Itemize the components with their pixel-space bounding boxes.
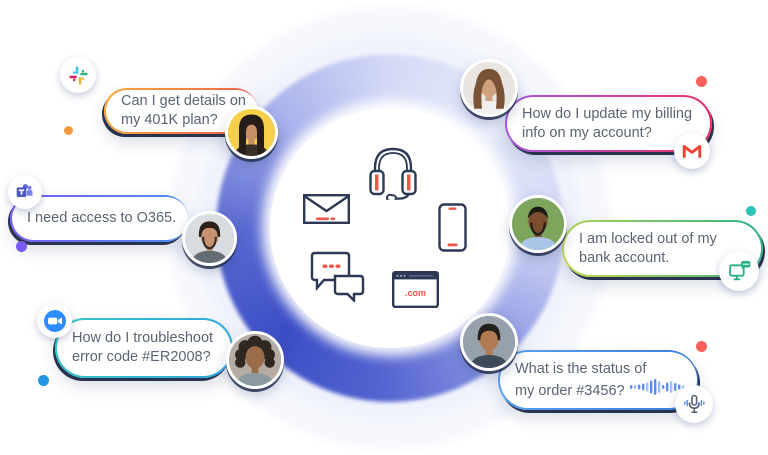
browser-label: .com — [405, 288, 426, 298]
microphone-icon — [675, 385, 713, 423]
accent-dot — [746, 206, 756, 216]
chat-group-401k: Can I get details on my 401K plan? — [60, 57, 278, 159]
avatar — [182, 211, 237, 266]
accent-dot — [696, 341, 707, 352]
chat-group-billing: How do I update my billing info on my ac… — [460, 59, 712, 169]
zoom-icon — [37, 303, 72, 338]
bubble-text: my order #3456? — [515, 382, 625, 399]
speech-bubble: How do I troubleshoot error code #ER2008… — [55, 318, 233, 378]
chat-group-order: What is the status of my order #3456? — [460, 313, 713, 423]
browser-icon: .com — [392, 271, 439, 308]
bubble-text: What is the status of — [515, 360, 647, 377]
slack-icon — [60, 57, 96, 93]
bubble-text: info on my account? — [522, 124, 652, 141]
speech-bubble: What is the status of my order #3456? — [498, 350, 698, 410]
accent-dot — [38, 375, 49, 386]
accent-dot — [16, 241, 27, 252]
speech-bubble: I need access to O365. — [10, 195, 189, 242]
chat-group-er2008: How do I troubleshoot error code #ER2008… — [37, 303, 284, 389]
avatar — [460, 59, 518, 117]
chat-bubbles-icon — [310, 251, 365, 302]
accent-dot — [64, 126, 73, 135]
chat-group-bank: I am locked out of my bank account. — [509, 195, 763, 291]
speech-bubble: Can I get details on my 401K plan? — [104, 88, 258, 134]
avatar — [509, 195, 567, 253]
gmail-icon — [674, 133, 710, 169]
bubble-text: How do I update my billing — [522, 105, 693, 122]
livechat-icon — [719, 251, 759, 291]
bubble-text: Can I get details on — [121, 93, 246, 109]
avatar — [460, 313, 518, 371]
smartphone-icon — [438, 203, 467, 252]
bubble-text: my 401K plan? — [121, 112, 218, 128]
bubble-text: I need access to O365. — [27, 210, 177, 226]
bubble-text: How do I troubleshoot — [72, 330, 214, 346]
avatar — [225, 106, 278, 159]
waveform-icon — [629, 378, 685, 395]
accent-dot — [696, 76, 707, 87]
avatar — [226, 331, 284, 389]
bubble-text: I am locked out of my — [579, 230, 717, 247]
bubble-text: bank account. — [579, 249, 670, 266]
headset-icon — [369, 147, 417, 200]
envelope-icon — [303, 194, 350, 224]
chat-group-o365: I need access to O365. — [8, 175, 237, 266]
bubble-text: error code #ER2008? — [72, 349, 211, 365]
teams-icon — [8, 175, 42, 209]
